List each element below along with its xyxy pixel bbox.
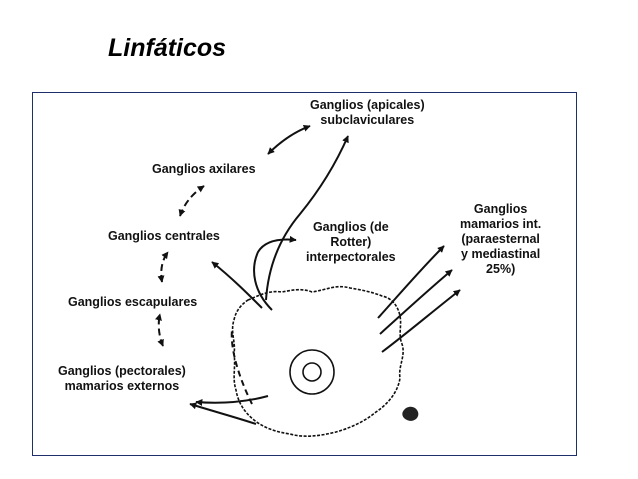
label-ganglios-pectorales: Ganglios (pectorales) mamarios externos (58, 364, 186, 393)
arrow-centrales-axilares (178, 185, 205, 217)
label-ganglios-rotter: Ganglios (de Rotter) interpectorales (306, 220, 396, 264)
arrow-escapulares-centrales (157, 251, 169, 283)
label-ganglios-apicales: Ganglios (apicales) subclaviculares (310, 98, 425, 127)
arrow-mamarios-int-3 (381, 289, 461, 353)
arrow-breast-pectorales-2 (189, 402, 257, 425)
arrow-rotter (253, 235, 297, 311)
arrow-axilares-apicales (267, 124, 311, 155)
arrow-breast-pectorales-1 (195, 395, 269, 406)
arrow-breast-escapulares (230, 329, 253, 405)
arrow-pectorales-escapulares (155, 313, 164, 347)
label-ganglios-mamarios-int: Ganglios mamarios int. (paraesternal y m… (460, 202, 542, 276)
arrow-mamarios-int-2 (379, 269, 453, 335)
arrow-breast-centrales (211, 261, 263, 309)
nipple (302, 362, 322, 382)
arrow-breast-apicales (265, 135, 349, 301)
dark-spot (402, 406, 419, 421)
label-ganglios-escapulares: Ganglios escapulares (68, 295, 198, 309)
label-ganglios-centrales: Ganglios centrales (108, 229, 220, 243)
slide-title: Linfáticos (108, 34, 227, 62)
breast-outline (231, 285, 404, 437)
arrow-mamarios-int-1 (377, 245, 445, 319)
areola (289, 349, 335, 395)
label-ganglios-axilares: Ganglios axilares (152, 162, 256, 176)
